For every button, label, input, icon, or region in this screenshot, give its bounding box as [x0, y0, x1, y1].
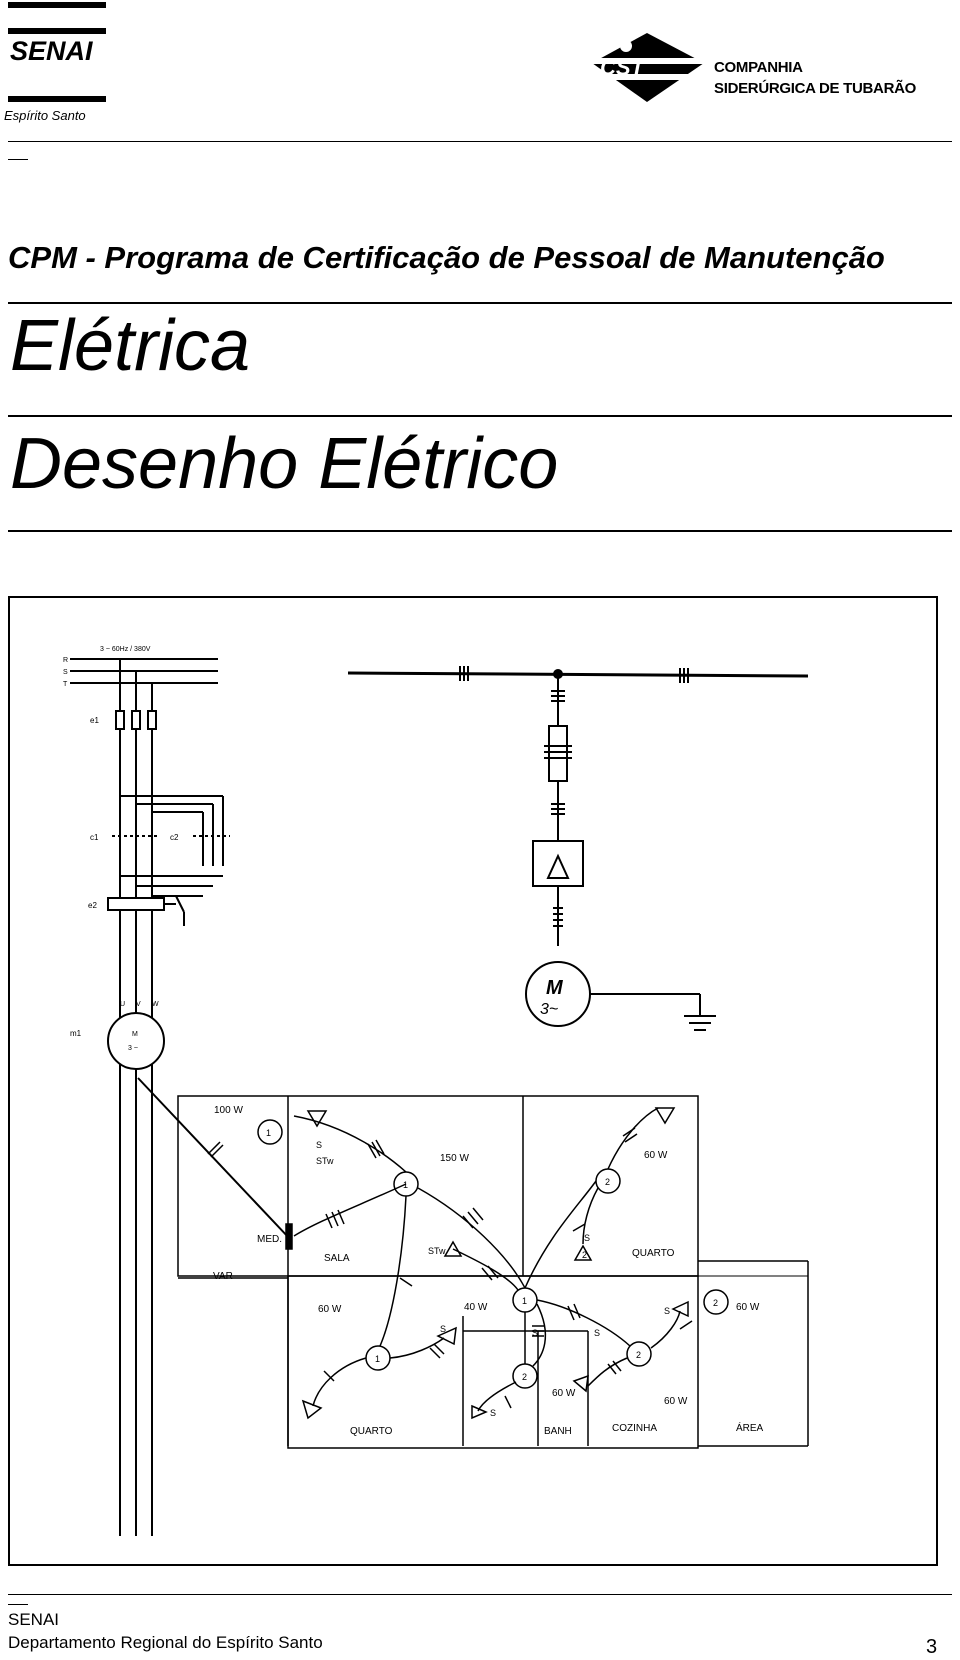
- load-60w-quarto-2: 60 W: [318, 1304, 342, 1315]
- switch-label-8: S: [664, 1306, 670, 1316]
- senai-logo: SENAI: [8, 2, 106, 102]
- circuit-id-7: 2: [636, 1350, 641, 1360]
- floor-plan: [137, 1077, 809, 1449]
- circuit-id-8: 2: [713, 1298, 718, 1308]
- switch-label-6: S: [490, 1408, 496, 1418]
- circuit-id-4: 1: [522, 1296, 527, 1306]
- load-60w-banh: 60 W: [552, 1388, 576, 1399]
- header-dash: [8, 159, 28, 160]
- circuit-id-3: 2: [605, 1177, 610, 1187]
- header-divider: [8, 141, 952, 142]
- supply-label: 3 ~ 60Hz / 380V: [100, 646, 151, 653]
- title-divider-2: [8, 415, 952, 417]
- footer-department: Departamento Regional do Espírito Santo: [8, 1633, 323, 1652]
- page-number: 3: [926, 1636, 938, 1658]
- motor-symbol-large: M: [546, 977, 564, 999]
- label-c2: c2: [170, 833, 179, 842]
- terminal-v: V: [136, 1001, 141, 1008]
- motor-phase-large: 3~: [540, 1001, 558, 1018]
- room-banh: BANH: [544, 1426, 572, 1437]
- wiring-diagram: [70, 658, 230, 1536]
- senai-subtitle: Espírito Santo: [4, 108, 86, 123]
- switch-label-3: STw: [428, 1246, 446, 1256]
- meter-label: MED.: [257, 1234, 282, 1245]
- room-quarto-1: QUARTO: [350, 1426, 393, 1437]
- terminal-w: W: [152, 1001, 159, 1008]
- room-quarto-2: QUARTO: [632, 1248, 675, 1259]
- program-title: CPM - Programa de Certificação de Pessoa…: [8, 240, 885, 275]
- room-cozinha: COZINHA: [612, 1423, 657, 1434]
- label-m1: m1: [70, 1029, 82, 1038]
- motor-phase-small: 3 ~: [128, 1045, 138, 1052]
- logo-bar-bottom: [8, 96, 106, 102]
- unifilar-diagram: [347, 666, 809, 1031]
- phase-r: R: [63, 657, 68, 664]
- circuit-id-1: 1: [266, 1128, 271, 1138]
- area-title: Elétrica: [10, 306, 251, 386]
- switch-label-1: S: [316, 1140, 322, 1150]
- circuit-id-9: 2: [582, 1250, 587, 1260]
- label-e1: e1: [90, 716, 99, 725]
- footer-dash: [8, 1604, 28, 1605]
- logo-bar-top: [8, 2, 106, 8]
- load-60w-cozinha: 60 W: [664, 1396, 688, 1407]
- cst-logo: CST: [582, 28, 712, 108]
- room-area: ÁREA: [736, 1421, 764, 1434]
- company-line-1: COMPANHIA: [714, 59, 803, 76]
- switch-label-9: S: [532, 1328, 538, 1338]
- footer-divider: [8, 1594, 952, 1595]
- room-var: VAR: [213, 1271, 233, 1282]
- terminal-u: U: [120, 1001, 125, 1008]
- switch-label-4: S: [584, 1233, 590, 1243]
- company-line-2: SIDERÚRGICA DE TUBARÃO: [714, 80, 917, 97]
- figure-frame: [8, 596, 938, 1566]
- motor-symbol-small: M: [132, 1031, 138, 1038]
- circuit-id-2: 1: [403, 1180, 408, 1190]
- switch-label-2: STw: [316, 1156, 334, 1166]
- switch-label-7: S: [594, 1328, 600, 1338]
- company-name: COMPANHIA SIDERÚRGICA DE TUBARÃO: [714, 57, 916, 99]
- senai-logo-text: SENAI: [10, 36, 93, 66]
- load-40w: 40 W: [464, 1302, 488, 1313]
- cst-logo-text: CST: [600, 55, 646, 80]
- subject-title: Desenho Elétrico: [10, 424, 559, 504]
- load-60w-area: 60 W: [736, 1302, 760, 1313]
- phase-t: T: [63, 681, 68, 688]
- label-c1: c1: [90, 833, 99, 842]
- circuit-id-5: 1: [375, 1354, 380, 1364]
- title-divider-1: [8, 302, 952, 304]
- title-divider-3: [8, 530, 952, 532]
- phase-s: S: [63, 669, 68, 676]
- label-e2: e2: [88, 901, 97, 910]
- footer-org: SENAI: [8, 1610, 60, 1629]
- figure-drawing: 3 ~ 60Hz / 380V R S T e1 c1 c2 e2 U V W …: [63, 646, 809, 1536]
- circuit-id-6: 2: [522, 1372, 527, 1382]
- load-100w: 100 W: [214, 1105, 243, 1116]
- load-150w: 150 W: [440, 1153, 469, 1164]
- switch-label-5: S: [440, 1324, 446, 1334]
- logo-bar-middle: [8, 28, 106, 34]
- room-sala: SALA: [324, 1253, 350, 1264]
- load-60w-quarto: 60 W: [644, 1150, 668, 1161]
